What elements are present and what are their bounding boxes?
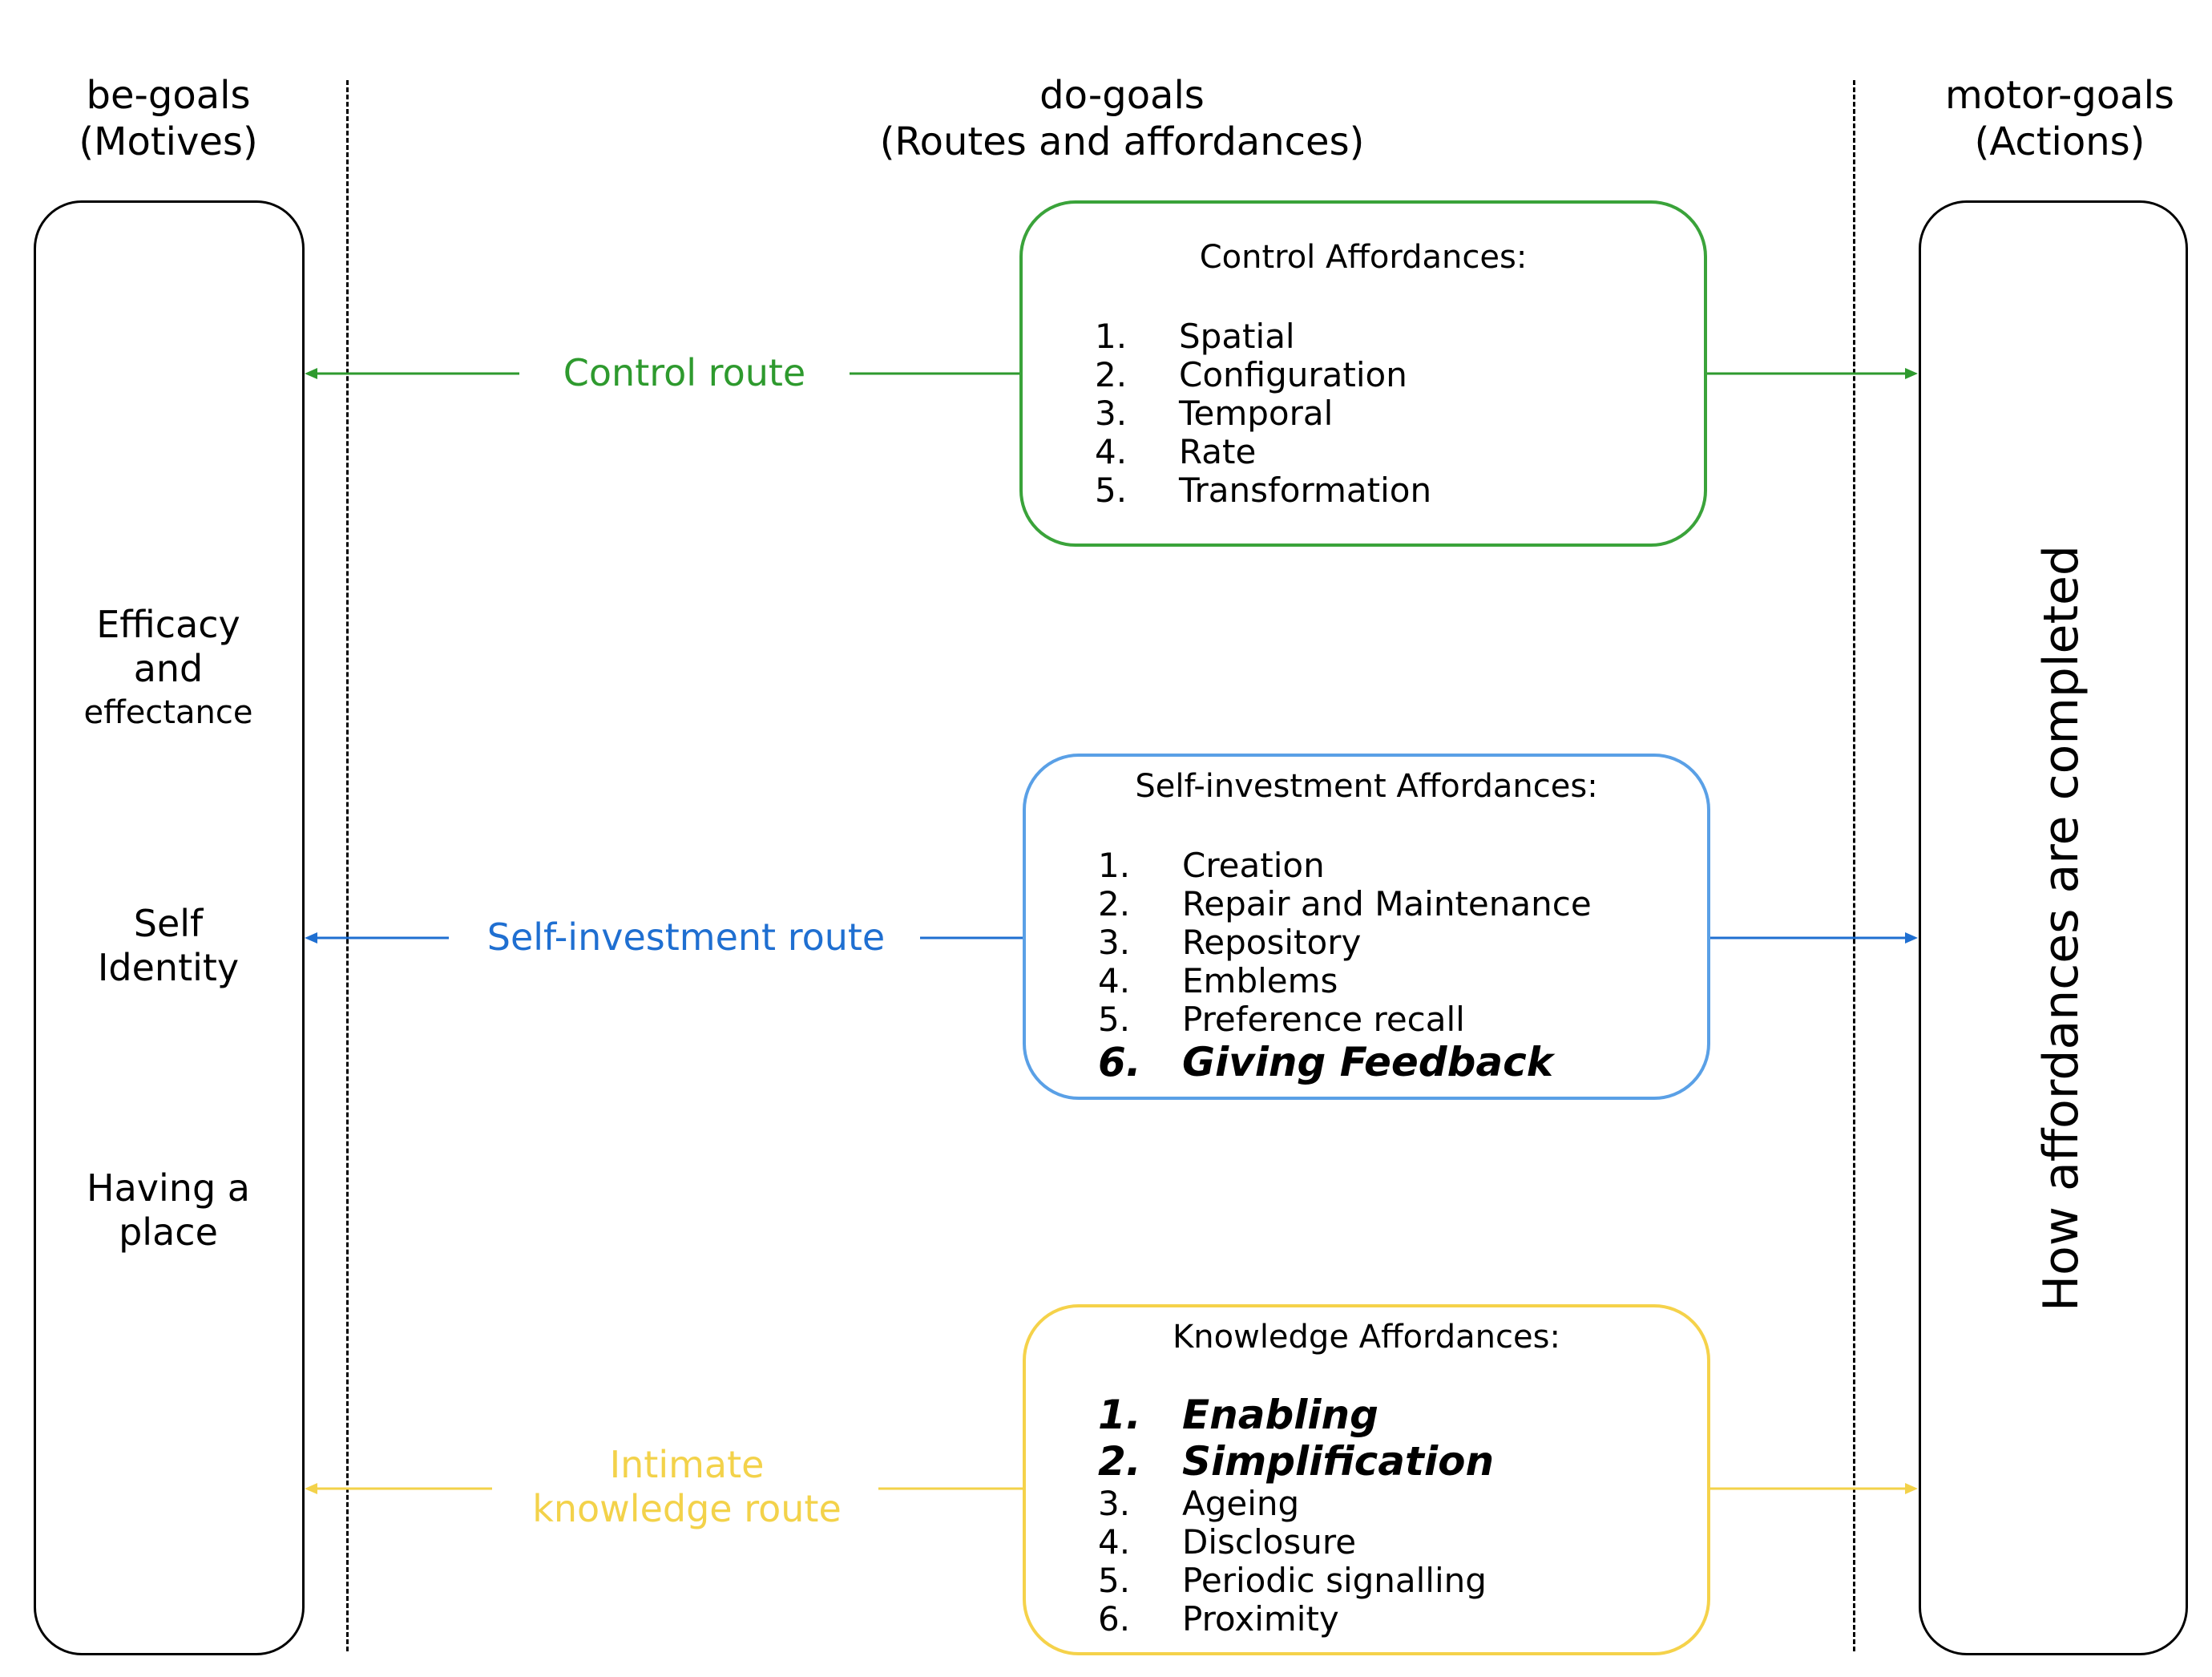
motive-place-line1: Having a [87,1166,250,1210]
motive-identity: Self Identity [32,902,305,990]
control-arrows [305,368,1918,379]
knowledge-route-line1: Intimate [609,1443,765,1486]
self-investment-affordances-list: 1. Creation 2. Repair and Maintenance 3. Re… [1026,847,1707,1086]
list-item: 3. Repository [1026,923,1707,962]
knowledge-route-line2: knowledge route [532,1487,842,1530]
item-number: 2. [1098,884,1131,923]
item-number: 2. [1098,1438,1141,1485]
item-number: 1. [1098,1392,1141,1438]
knowledge-route-label: Intimate knowledge route [497,1443,877,1531]
item-text: Preference recall [1182,1000,1465,1039]
self-investment-route-text: Self-investment route [486,915,886,959]
motive-place: Having a place [32,1166,305,1255]
item-text: Disclosure [1182,1522,1357,1562]
list-item: 6. Proximity [1026,1600,1707,1639]
list-item: 1. Spatial [1023,317,1704,356]
do-goals-subtitle: (Routes and affordances) [879,119,1365,164]
motive-efficacy-line3: effectance [83,694,253,731]
self-investment-affordances-title: Self-investment Affordances: [1135,768,1598,805]
item-number: 5. [1095,471,1128,510]
item-number: 6. [1098,1599,1131,1639]
be-goals-subtitle: (Motives) [79,119,258,164]
item-text: Proximity [1182,1599,1339,1639]
item-text: Ageing [1182,1484,1300,1523]
item-number: 2. [1095,355,1128,394]
list-item: 2. Configuration [1023,356,1704,394]
item-number: 1. [1095,317,1128,356]
item-text: Temporal [1179,394,1334,433]
item-text: Configuration [1179,355,1407,394]
list-item: 5. Transformation [1023,471,1704,510]
item-number: 4. [1095,432,1128,471]
list-item: 1. Enabling [1026,1392,1707,1438]
list-item: 3. Ageing [1026,1485,1707,1523]
motor-goals-title: motor-goals [1945,73,2174,118]
self-investment-arrows [305,932,1918,944]
list-item: 6. Giving Feedback [1026,1039,1707,1085]
motive-place-line2: place [119,1210,218,1254]
item-text: Repository [1182,923,1362,962]
item-number: 4. [1098,961,1131,1000]
be-goals-header: be-goals (Motives) [32,72,305,165]
list-item: 1. Creation [1026,847,1707,885]
item-text: Creation [1182,846,1325,885]
item-text: Simplification [1182,1438,1495,1485]
item-number: 5. [1098,1000,1131,1039]
self-investment-route-label: Self-investment route [454,915,918,960]
motive-identity-line2: Identity [97,946,240,989]
item-number: 3. [1098,1484,1131,1523]
list-item: 3. Temporal [1023,394,1704,433]
item-number: 6. [1098,1039,1141,1085]
knowledge-affordances-list: 1. Enabling 2. Simplification 3. Ageing 4. D… [1026,1392,1707,1639]
motive-identity-line1: Self [133,902,204,945]
control-route-text: Control route [563,351,806,394]
do-goals-header: do-goals (Routes and affordances) [801,72,1443,165]
item-text: Rate [1179,432,1257,471]
item-number: 3. [1095,394,1128,433]
motor-goals-subtitle: (Actions) [1974,119,2145,164]
item-text: Giving Feedback [1182,1039,1554,1085]
list-item: 4. Emblems [1026,962,1707,1000]
control-affordances-title: Control Affordances: [1199,239,1528,276]
list-item: 2. Repair and Maintenance [1026,885,1707,923]
right-divider [1853,80,1855,1651]
control-affordances-box: Control Affordances: 1. Spatial 2. Configu… [1019,200,1707,547]
item-text: Spatial [1179,317,1295,356]
item-number: 5. [1098,1561,1131,1600]
item-text: Repair and Maintenance [1182,884,1592,923]
item-text: Emblems [1182,961,1338,1000]
motive-efficacy-line1: Efficacy [96,603,240,646]
item-text: Transformation [1179,471,1432,510]
list-item: 5. Preference recall [1026,1000,1707,1039]
control-route-label: Control route [521,351,848,395]
knowledge-arrows [305,1483,1918,1494]
list-item: 5. Periodic signalling [1026,1562,1707,1600]
item-text: Periodic signalling [1182,1561,1487,1600]
do-goals-title: do-goals [1039,73,1205,118]
self-investment-affordances-box: Self-investment Affordances: 1. Creation … [1023,754,1710,1100]
list-item: 4. Rate [1023,433,1704,471]
item-number: 1. [1098,846,1131,885]
knowledge-affordances-box: Knowledge Affordances: 1. Enabling 2. Simp… [1023,1304,1710,1655]
be-goals-title: be-goals [86,73,251,118]
motive-efficacy: Efficacy and effectance [32,603,305,735]
motor-goals-header: motor-goals (Actions) [1915,72,2204,165]
actions-box [1919,200,2188,1655]
item-text: Enabling [1182,1392,1378,1438]
item-number: 3. [1098,923,1131,962]
item-number: 4. [1098,1522,1131,1562]
motive-efficacy-line2: and [133,647,204,690]
control-affordances-list: 1. Spatial 2. Configuration 3. Temporal 4. R… [1023,317,1704,510]
knowledge-affordances-title: Knowledge Affordances: [1173,1319,1560,1356]
list-item: 4. Disclosure [1026,1523,1707,1562]
left-divider [346,80,349,1651]
list-item: 2. Simplification [1026,1438,1707,1485]
motives-box [34,200,305,1655]
